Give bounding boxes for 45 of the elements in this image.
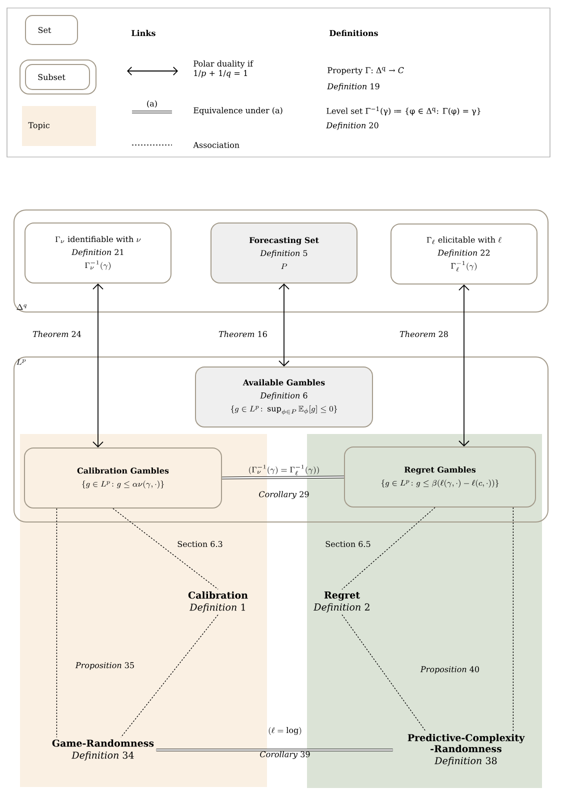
edge-label: Theorem 16 xyxy=(218,330,267,338)
edge-label: Theorem 24 xyxy=(32,330,82,338)
set-box: Forecasting Set Definition 5 $P$ xyxy=(210,222,358,284)
legend-text: Topic xyxy=(28,122,50,130)
edge-label: Proposition 35 xyxy=(75,662,134,670)
concept-label: Game-Randomness Definition 34 xyxy=(52,739,154,761)
edge-label: Proposition 40 xyxy=(420,666,479,674)
corollary-label: Corollary 39 xyxy=(260,751,310,759)
set-box: $\Gamma_\ell \text{ elicitable with } \ell$ Definition 22 $\Gamma_\ell^{-1}(\gamma)$ xyxy=(390,224,538,284)
association-line xyxy=(56,508,58,738)
definition-text: Level set Γ$^{−1}$(γ) ≔ {φ ∈ Δ$^{q}$: Γ(φ) = γ} xyxy=(326,106,480,116)
association-line xyxy=(342,614,426,732)
concept-label: Calibration Definition 1 xyxy=(188,591,248,613)
edge-label: Section 6.5 xyxy=(326,540,370,548)
association-line xyxy=(512,507,514,732)
heading: Links xyxy=(132,30,156,36)
legend-subset-sample: Subset xyxy=(20,60,96,94)
set-box: $\Gamma_\nu \text{ identifiable with } \nu$ Definition 21 $\Gamma_\nu^{-1}(\gamma)$ xyxy=(24,222,172,284)
association-line xyxy=(112,508,218,590)
concept-label: Predictive-Complexity -Randomness Definition 38 xyxy=(408,734,525,766)
set-box: Calibration Gambles $\{g \in L^p\colon g \le \alpha\nu(\gamma,\cdot)\}$ xyxy=(24,448,222,508)
edge-label: Section 6.3 xyxy=(178,540,222,548)
arrow xyxy=(92,284,104,448)
heading: Definitions xyxy=(330,30,378,36)
definition-text: Definition 19 xyxy=(327,83,380,91)
association-line xyxy=(120,614,218,738)
equivalence-line xyxy=(222,476,344,480)
legend-text: Polar duality if 1/p + 1/q = 1 xyxy=(194,60,254,78)
set-box: Available Gambles Definition 6 $\{g \in L^p\colon \sup_{\phi\in P}\mathbb{E}_\phi[g] \le 0\}$ xyxy=(195,366,373,428)
legend-text: Association xyxy=(193,142,240,148)
association-line xyxy=(342,507,436,590)
edge-label: $(\ell = \log)$ xyxy=(268,726,302,736)
arrow xyxy=(278,284,290,366)
corollary-label: Corollary 29 xyxy=(259,491,309,499)
concept-label: Regret Definition 2 xyxy=(314,592,370,612)
legend-set-sample: Set xyxy=(25,15,78,45)
set-box: Regret Gambles $\{g \in L^p\colon g \le \beta(\ell(\gamma,\cdot) - \ell(c,\cdot))\}$ xyxy=(344,446,536,508)
edge-label: Theorem 28 xyxy=(400,330,448,338)
arrow xyxy=(458,284,470,446)
legend-text: Equivalence under (a) xyxy=(194,107,282,115)
definition-text: Property Γ: Δ$^{q}$ → C xyxy=(328,67,404,75)
definition-text: Definition 20 xyxy=(326,122,378,130)
edge-label: $(\Gamma_\nu^{-1}(\gamma) = \Gamma_\ell^{-1}(\gamma))$ xyxy=(249,464,319,476)
equivalence-label: (a) xyxy=(147,100,157,108)
equivalence-line xyxy=(156,748,393,752)
